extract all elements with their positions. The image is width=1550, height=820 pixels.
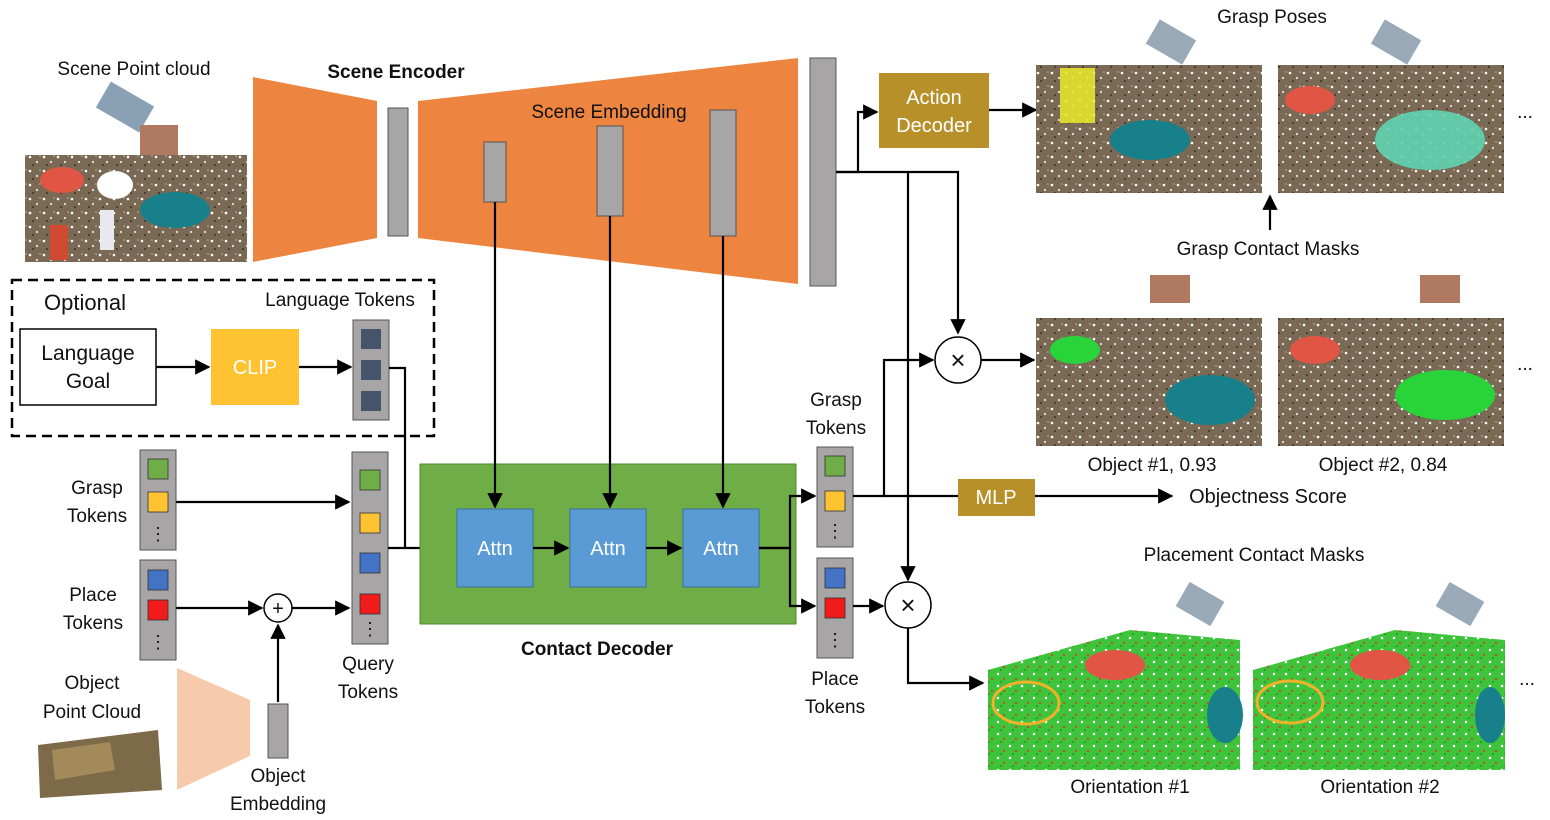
action-decoder-line2: Decoder [896,115,972,137]
grasp-mask-ellipsis: ... [1517,354,1533,375]
grasp-tokens-out-line1: Grasp [810,390,862,411]
grasp-token-yellow [147,491,169,513]
embedding-bar-1 [483,141,507,203]
grasp-mask-image-2 [1278,275,1504,446]
placement-mask-image-2 [1253,581,1505,770]
place-tokens-out-line1: Place [811,669,859,690]
object-embedding-line1: Object [251,766,307,787]
grasp-mask-image-1 [1036,275,1262,446]
scene-encoder-label: Scene Encoder [327,62,465,83]
attn-label-1: Attn [477,538,513,560]
scene-feature-bar [809,57,837,287]
place-tokens-in-line1: Place [69,585,117,606]
place-out-token-blue [824,567,846,589]
attn-label-2: Attn [590,538,626,560]
object-embedding-line2: Embedding [230,794,326,815]
object-encoder-trapezoid [177,668,250,790]
grasp-out-vdots: ⋮ [826,521,844,541]
object-1-label: Object #1, 0.93 [1088,455,1217,476]
grasp-pose-image-2 [1278,19,1504,193]
language-tokens-label: Language Tokens [265,290,415,311]
grasp-tokens-in-line2: Tokens [67,506,127,527]
object-point-cloud-line1: Object [65,673,121,694]
grasp-pose-image-1 [1036,19,1262,193]
grasp-contact-masks-label: Grasp Contact Masks [1177,239,1360,260]
language-goal-line1: Language [41,342,134,365]
place-token-red [147,599,169,621]
mlp-box [958,479,1035,516]
mlp-label: MLP [975,487,1016,509]
action-decoder-line1: Action [906,87,962,109]
grasp-token-vdots: ⋮ [149,524,167,544]
placement-mask-image-1 [988,581,1243,770]
object-point-cloud-line2: Point Cloud [43,702,141,723]
language-goal-box [19,328,157,406]
place-out-token-red [824,597,846,619]
clip-box [211,329,299,405]
language-tokens-wire [389,366,407,548]
query-token-blue [359,552,381,574]
scene-to-action-decoder-arrow [836,104,879,174]
place-tokens-in-line2: Tokens [63,613,123,634]
language-goal-line2: Goal [66,370,110,393]
grasp-poses-label: Grasp Poses [1217,7,1327,28]
scene-point-cloud-label: Scene Point cloud [57,59,210,80]
language-token-2 [361,360,381,380]
query-tokens-line1: Query [342,654,394,675]
query-tokens-line2: Tokens [338,682,398,703]
grasp-out-token-yellow [824,490,846,512]
orientation-2-label: Orientation #2 [1320,777,1439,798]
query-token-yellow [359,512,381,534]
attn-block-1 [456,508,534,588]
object-2-label: Object #2, 0.84 [1319,455,1448,476]
grasp-tokens-out-line2: Tokens [806,418,866,439]
optional-language-box [10,278,436,438]
place-tokens-out-line2: Tokens [805,697,865,718]
query-token-vdots: ⋮ [361,619,379,639]
plus-glyph: + [272,598,284,620]
place-multiply-glyph: × [900,590,915,620]
grasp-poses-ellipsis: ... [1517,102,1533,123]
object-embedding-bar [267,703,289,759]
scene-point-cloud-image [25,81,247,262]
query-token-green [359,469,381,491]
encoder-left-trapezoid [253,77,377,262]
language-token-3 [361,391,381,411]
decoder-to-place-out-arrow [759,546,817,614]
attn-block-2 [569,508,647,588]
clip-label: CLIP [233,357,277,379]
grasp-tokens-to-multiply-arrow [853,352,935,498]
query-token-red [359,593,381,615]
objectness-score-label: Objectness Score [1189,486,1347,508]
place-token-vdots: ⋮ [149,632,167,652]
action-decoder-box [879,73,989,148]
scene-to-grasp-multiply-arrow [836,170,966,335]
grasp-multiply-glyph: × [950,345,965,375]
optional-label: Optional [44,290,126,315]
attn-label-3: Attn [703,538,739,560]
place-out-vdots: ⋮ [826,630,844,650]
scene-embedding-label: Scene Embedding [531,102,686,123]
place-multiply-to-masks-arrow [906,628,985,691]
grasp-token-green [147,458,169,480]
place-token-blue [147,569,169,591]
orientation-1-label: Orientation #1 [1070,777,1189,798]
grasp-out-token-green [824,455,846,477]
placement-contact-masks-label: Placement Contact Masks [1144,545,1365,566]
grasp-tokens-in-line1: Grasp [71,478,123,499]
embedding-bar-2 [596,125,624,217]
language-token-1 [361,329,381,349]
embedding-bar-3 [709,109,737,237]
placement-mask-ellipsis: ... [1519,669,1535,690]
contact-decoder-label: Contact Decoder [521,639,674,660]
bottleneck-bar [387,107,409,237]
